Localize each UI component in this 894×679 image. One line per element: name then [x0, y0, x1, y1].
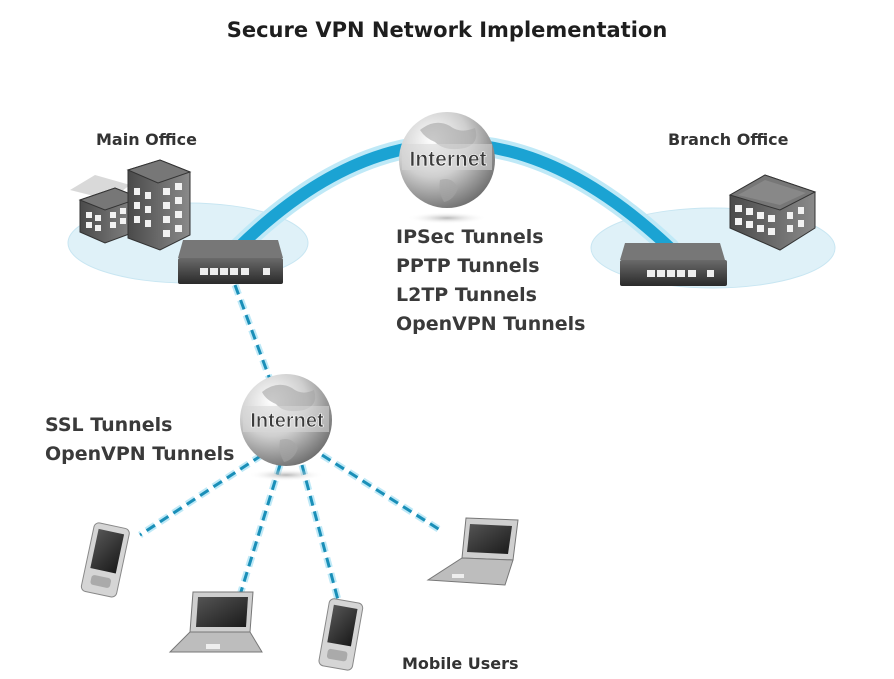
laptop-icon-2 — [426, 517, 519, 586]
tunnel-to-laptop-1 — [238, 464, 282, 596]
mobile-users-label: Mobile Users — [402, 654, 519, 673]
laptop-icon-1 — [168, 591, 263, 653]
main-office-building-icon — [70, 159, 192, 251]
tunnel-type: L2TP Tunnels — [396, 284, 537, 306]
site-to-site-tunnel-list: IPSec Tunnels PPTP Tunnels L2TP Tunnels … — [396, 223, 585, 339]
remote-tunnels — [138, 283, 442, 601]
internet-label-bottom: Internet — [250, 410, 324, 432]
tunnel-type: PPTP Tunnels — [396, 255, 540, 277]
pda-icon-2 — [318, 598, 364, 671]
tunnel-to-pda-1 — [139, 453, 263, 537]
main-office-router-icon — [178, 240, 283, 284]
tunnel-router-to-internet — [233, 284, 274, 386]
diagram-title: Secure VPN Network Implementation — [226, 18, 668, 42]
main-office-label: Main Office — [96, 130, 197, 149]
tunnel-type: IPSec Tunnels — [396, 226, 544, 248]
tunnel-type: OpenVPN Tunnels — [396, 313, 586, 335]
branch-office-label: Branch Office — [668, 130, 789, 149]
remote-access-tunnel-list: SSL Tunnels OpenVPN Tunnels — [45, 411, 234, 469]
pda-icon-1 — [80, 522, 130, 598]
internet-label-top: Internet — [409, 148, 486, 171]
tunnel-type: SSL Tunnels — [45, 414, 173, 436]
tunnel-to-pda-2 — [300, 464, 340, 601]
branch-office-building-icon — [728, 174, 817, 251]
internet-globe-bottom-icon — [240, 374, 332, 481]
internet-globe-top-icon — [399, 112, 495, 224]
tunnel-type: OpenVPN Tunnels — [45, 443, 235, 465]
branch-office-router-icon — [620, 243, 727, 286]
tunnel-to-laptop-2 — [321, 453, 441, 532]
